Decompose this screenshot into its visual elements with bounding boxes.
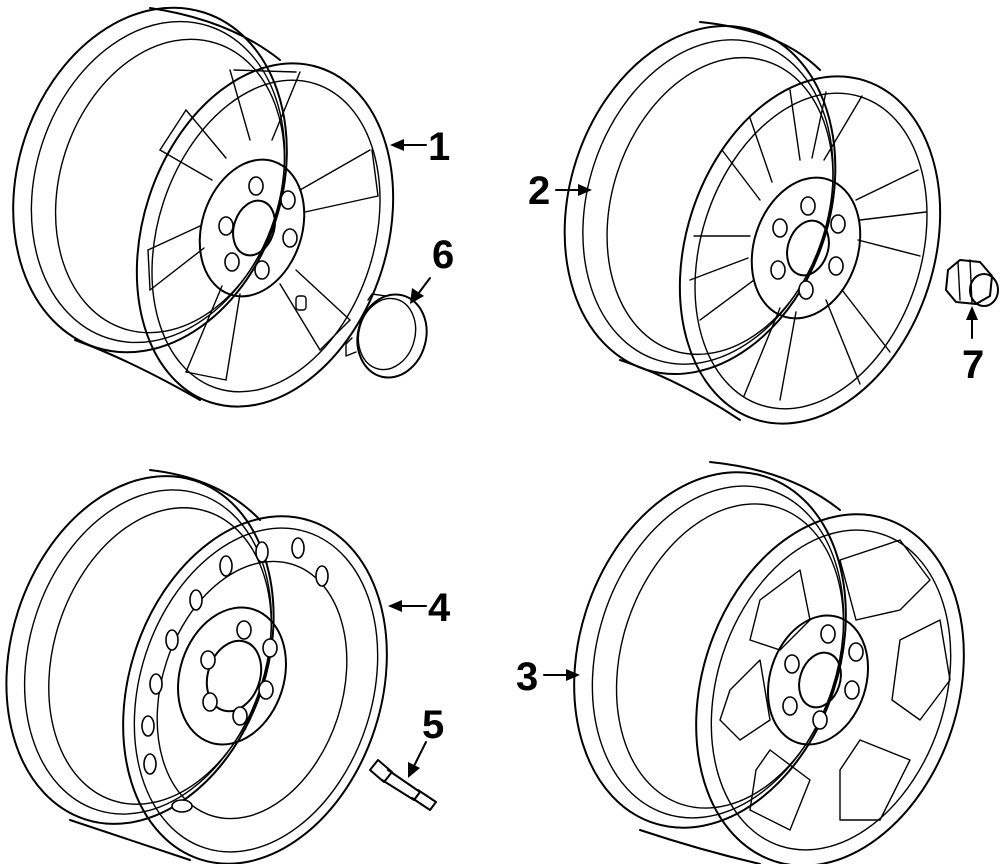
callout-3-leader: [543, 669, 580, 681]
wheel-1-face: [135, 62, 395, 408]
wheel-2-rim: [563, 21, 837, 421]
arrow-right-icon: [578, 184, 592, 196]
callout-label-7: 7: [962, 343, 984, 387]
wheel-4-lug-holes: [200, 620, 278, 726]
arrow-right-icon: [566, 669, 580, 681]
callout-6-leader: [410, 277, 431, 304]
callout-label-3: 3: [516, 655, 538, 699]
callout-label-5: 5: [422, 703, 444, 747]
callout-2-leader: [555, 184, 592, 196]
callout-label-2: 2: [528, 169, 550, 213]
valve-stem-5-illustration: [369, 759, 437, 811]
wheel-3-rim: [573, 461, 847, 864]
wheel-2-lug-holes: [770, 196, 846, 300]
lug-nut-7-illustration: [945, 259, 999, 307]
wheel-4-face: [122, 515, 388, 864]
center-cap-6-illustration: [345, 293, 428, 379]
wheel-3-illustration: [573, 461, 965, 864]
wheel-4-rim: [5, 469, 275, 861]
callout-1-leader: [390, 139, 427, 151]
wheel-1-lug-holes: [218, 176, 298, 280]
arrow-left-icon: [390, 139, 404, 151]
callout-label-6: 6: [432, 233, 454, 277]
wheel-1-illustration: [12, 6, 395, 408]
arrow-down-icon: [408, 762, 420, 778]
arrow-up-icon: [966, 306, 978, 320]
callout-4-leader: [388, 600, 427, 612]
arrow-left-icon: [388, 600, 402, 612]
callout-7-leader: [966, 306, 978, 339]
wheel-4-illustration: [5, 469, 388, 864]
wheel-3-lug-holes: [782, 624, 864, 730]
arrow-down-icon: [410, 288, 424, 304]
callout-label-4: 4: [428, 586, 451, 630]
wheel-1-valve-stem: [295, 295, 307, 311]
wheel-4-vent-holes: [141, 537, 329, 813]
callout-5-leader: [408, 741, 427, 778]
wheel-3-face: [695, 513, 965, 864]
callout-label-1: 1: [428, 125, 450, 169]
wheel-2-face: [678, 75, 942, 425]
wheel-2-illustration: [563, 21, 942, 425]
